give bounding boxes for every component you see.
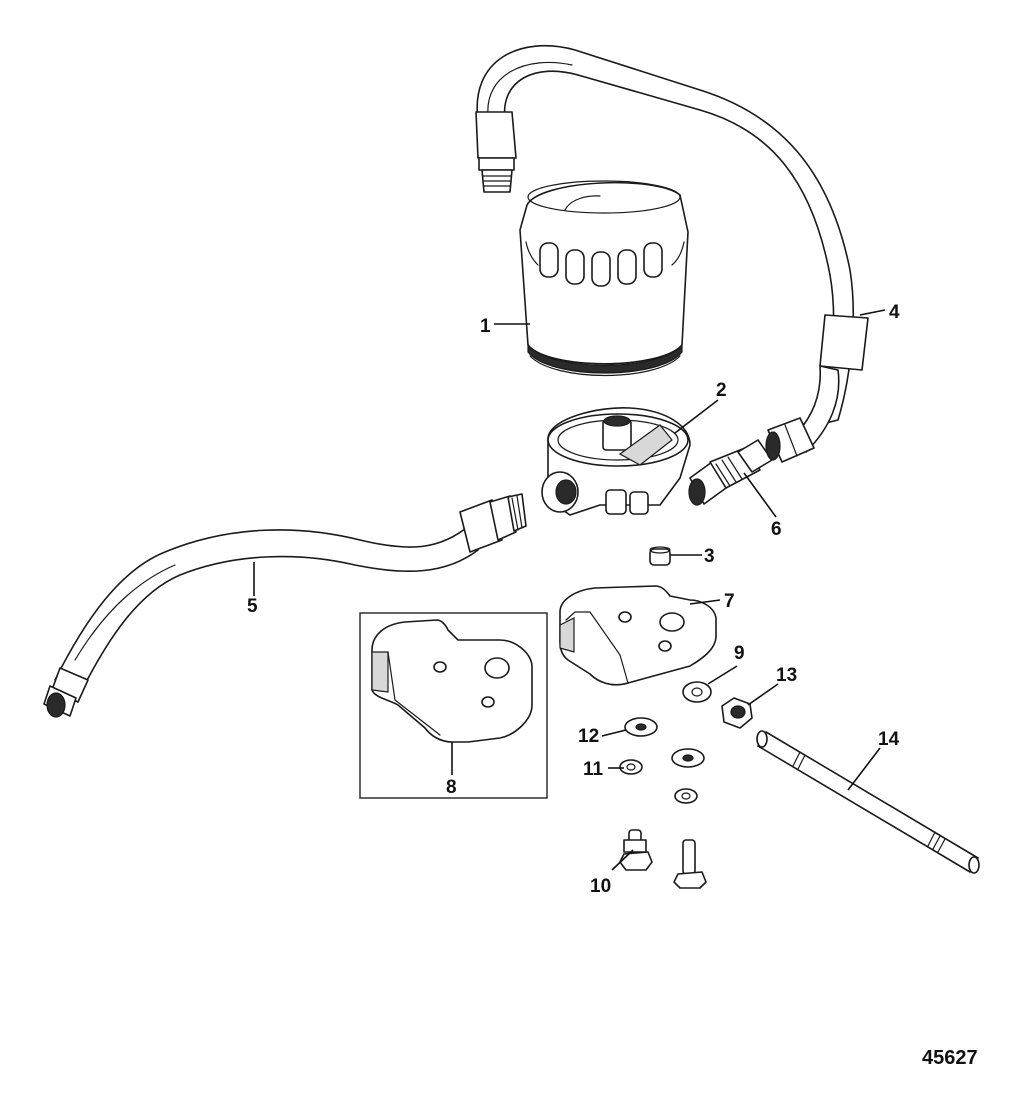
callout-3: 3 [704, 546, 715, 567]
inset-frame [359, 612, 548, 799]
callout-1: 1 [480, 316, 491, 337]
filter-adapter-part-2 [541, 406, 691, 516]
callout-9: 9 [734, 643, 745, 664]
nut-part-13 [721, 697, 753, 729]
lockwasher-part-11 [619, 759, 698, 804]
bolt-part-10 [619, 829, 707, 889]
callout-14: 14 [878, 729, 900, 750]
callout-11: 11 [583, 759, 604, 780]
callout-13: 13 [776, 665, 797, 686]
oil-filter-part-1 [519, 180, 689, 377]
stud-part-14 [756, 730, 980, 874]
figure-number: 45627 [922, 1047, 978, 1069]
callout-8: 8 [446, 777, 457, 798]
bracket-part-7 [559, 585, 717, 686]
callout-6: 6 [771, 519, 782, 540]
callout-4: 4 [889, 302, 900, 323]
hose-nut [765, 417, 815, 463]
plug-part-3 [649, 546, 671, 566]
leader-lines [253, 309, 886, 871]
hose-upper-part-4 [475, 45, 869, 453]
callout-5: 5 [247, 596, 258, 617]
hose-lower-part-5 [43, 493, 527, 718]
callout-7: 7 [724, 591, 735, 612]
callout-12: 12 [578, 726, 599, 747]
washer-part-9 [682, 681, 712, 703]
fitting-part-6 [688, 439, 773, 506]
washer-part-12 [624, 717, 705, 768]
bracket-part-8 [371, 619, 533, 743]
callout-2: 2 [716, 380, 727, 401]
callout-10: 10 [590, 876, 611, 897]
callout-labels: 1 2 3 4 5 6 7 8 9 10 11 12 13 14 [247, 302, 900, 897]
